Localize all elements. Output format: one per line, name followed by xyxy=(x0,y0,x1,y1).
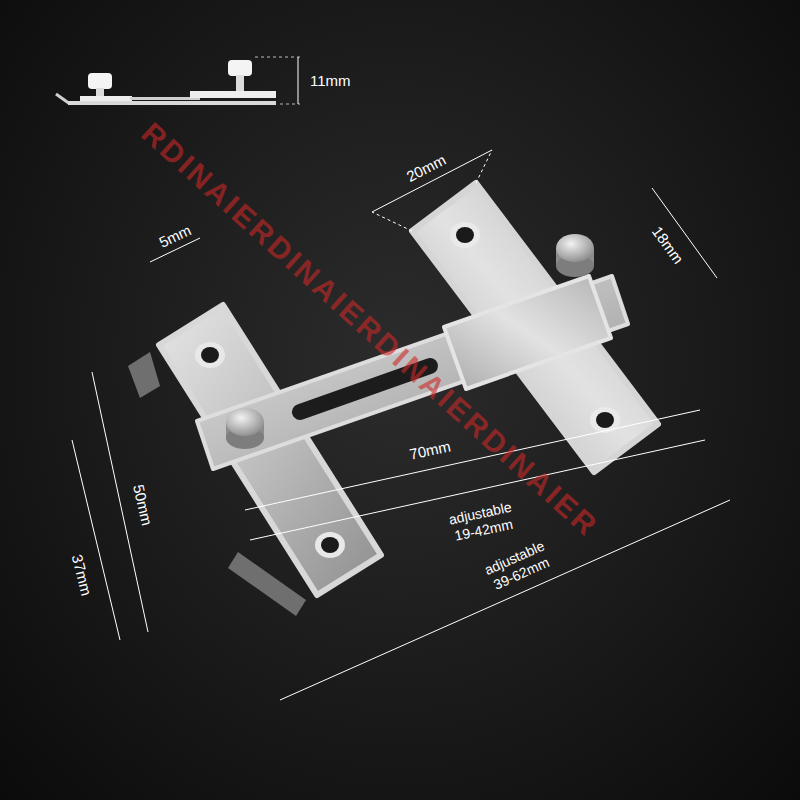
dimension-line xyxy=(298,57,299,104)
profile-plate xyxy=(68,101,276,105)
side-profile xyxy=(56,57,300,105)
knob-top xyxy=(556,234,594,262)
extension-line xyxy=(255,57,300,58)
hole xyxy=(201,347,219,363)
hole xyxy=(596,412,614,428)
profile-knob xyxy=(228,60,252,76)
hole xyxy=(321,537,339,553)
profile-stem xyxy=(236,75,244,91)
dimension-label: 5mm xyxy=(156,221,193,250)
dimension-label: 18mm xyxy=(649,223,687,267)
profile-knob xyxy=(88,73,112,89)
extension-line xyxy=(476,150,492,183)
hole-rim xyxy=(315,532,345,558)
knob xyxy=(556,234,594,277)
hole-rim xyxy=(590,407,620,433)
adjustable-range-label: adjustable 19-42mm xyxy=(438,497,525,547)
dimension-label: 70mm xyxy=(408,437,452,462)
dimension-label: 11mm xyxy=(310,72,351,89)
dimension-label: 37mm xyxy=(69,553,96,598)
dimension-line xyxy=(72,440,120,640)
profile-stem xyxy=(96,88,104,96)
knob xyxy=(226,408,264,449)
extension-line xyxy=(372,212,412,231)
dimension-line xyxy=(372,150,492,212)
bent-tab xyxy=(128,352,160,398)
extension-line xyxy=(280,104,300,105)
knob-top xyxy=(226,408,264,436)
hole-rim xyxy=(450,222,480,248)
adjustable-range-label: adjustable 39-62mm xyxy=(474,534,563,598)
profile-bar xyxy=(80,96,132,101)
profile-sleeve xyxy=(190,91,276,98)
hole-rim xyxy=(195,342,225,368)
dimension-lines xyxy=(72,150,730,700)
left-plate xyxy=(128,305,381,616)
hole xyxy=(456,227,474,243)
profile-bar xyxy=(130,97,200,100)
dimension-label: 20mm xyxy=(404,151,449,185)
dimension-label: 50mm xyxy=(130,483,156,527)
profile-tab xyxy=(56,94,70,104)
sleeve-guide xyxy=(444,276,611,389)
